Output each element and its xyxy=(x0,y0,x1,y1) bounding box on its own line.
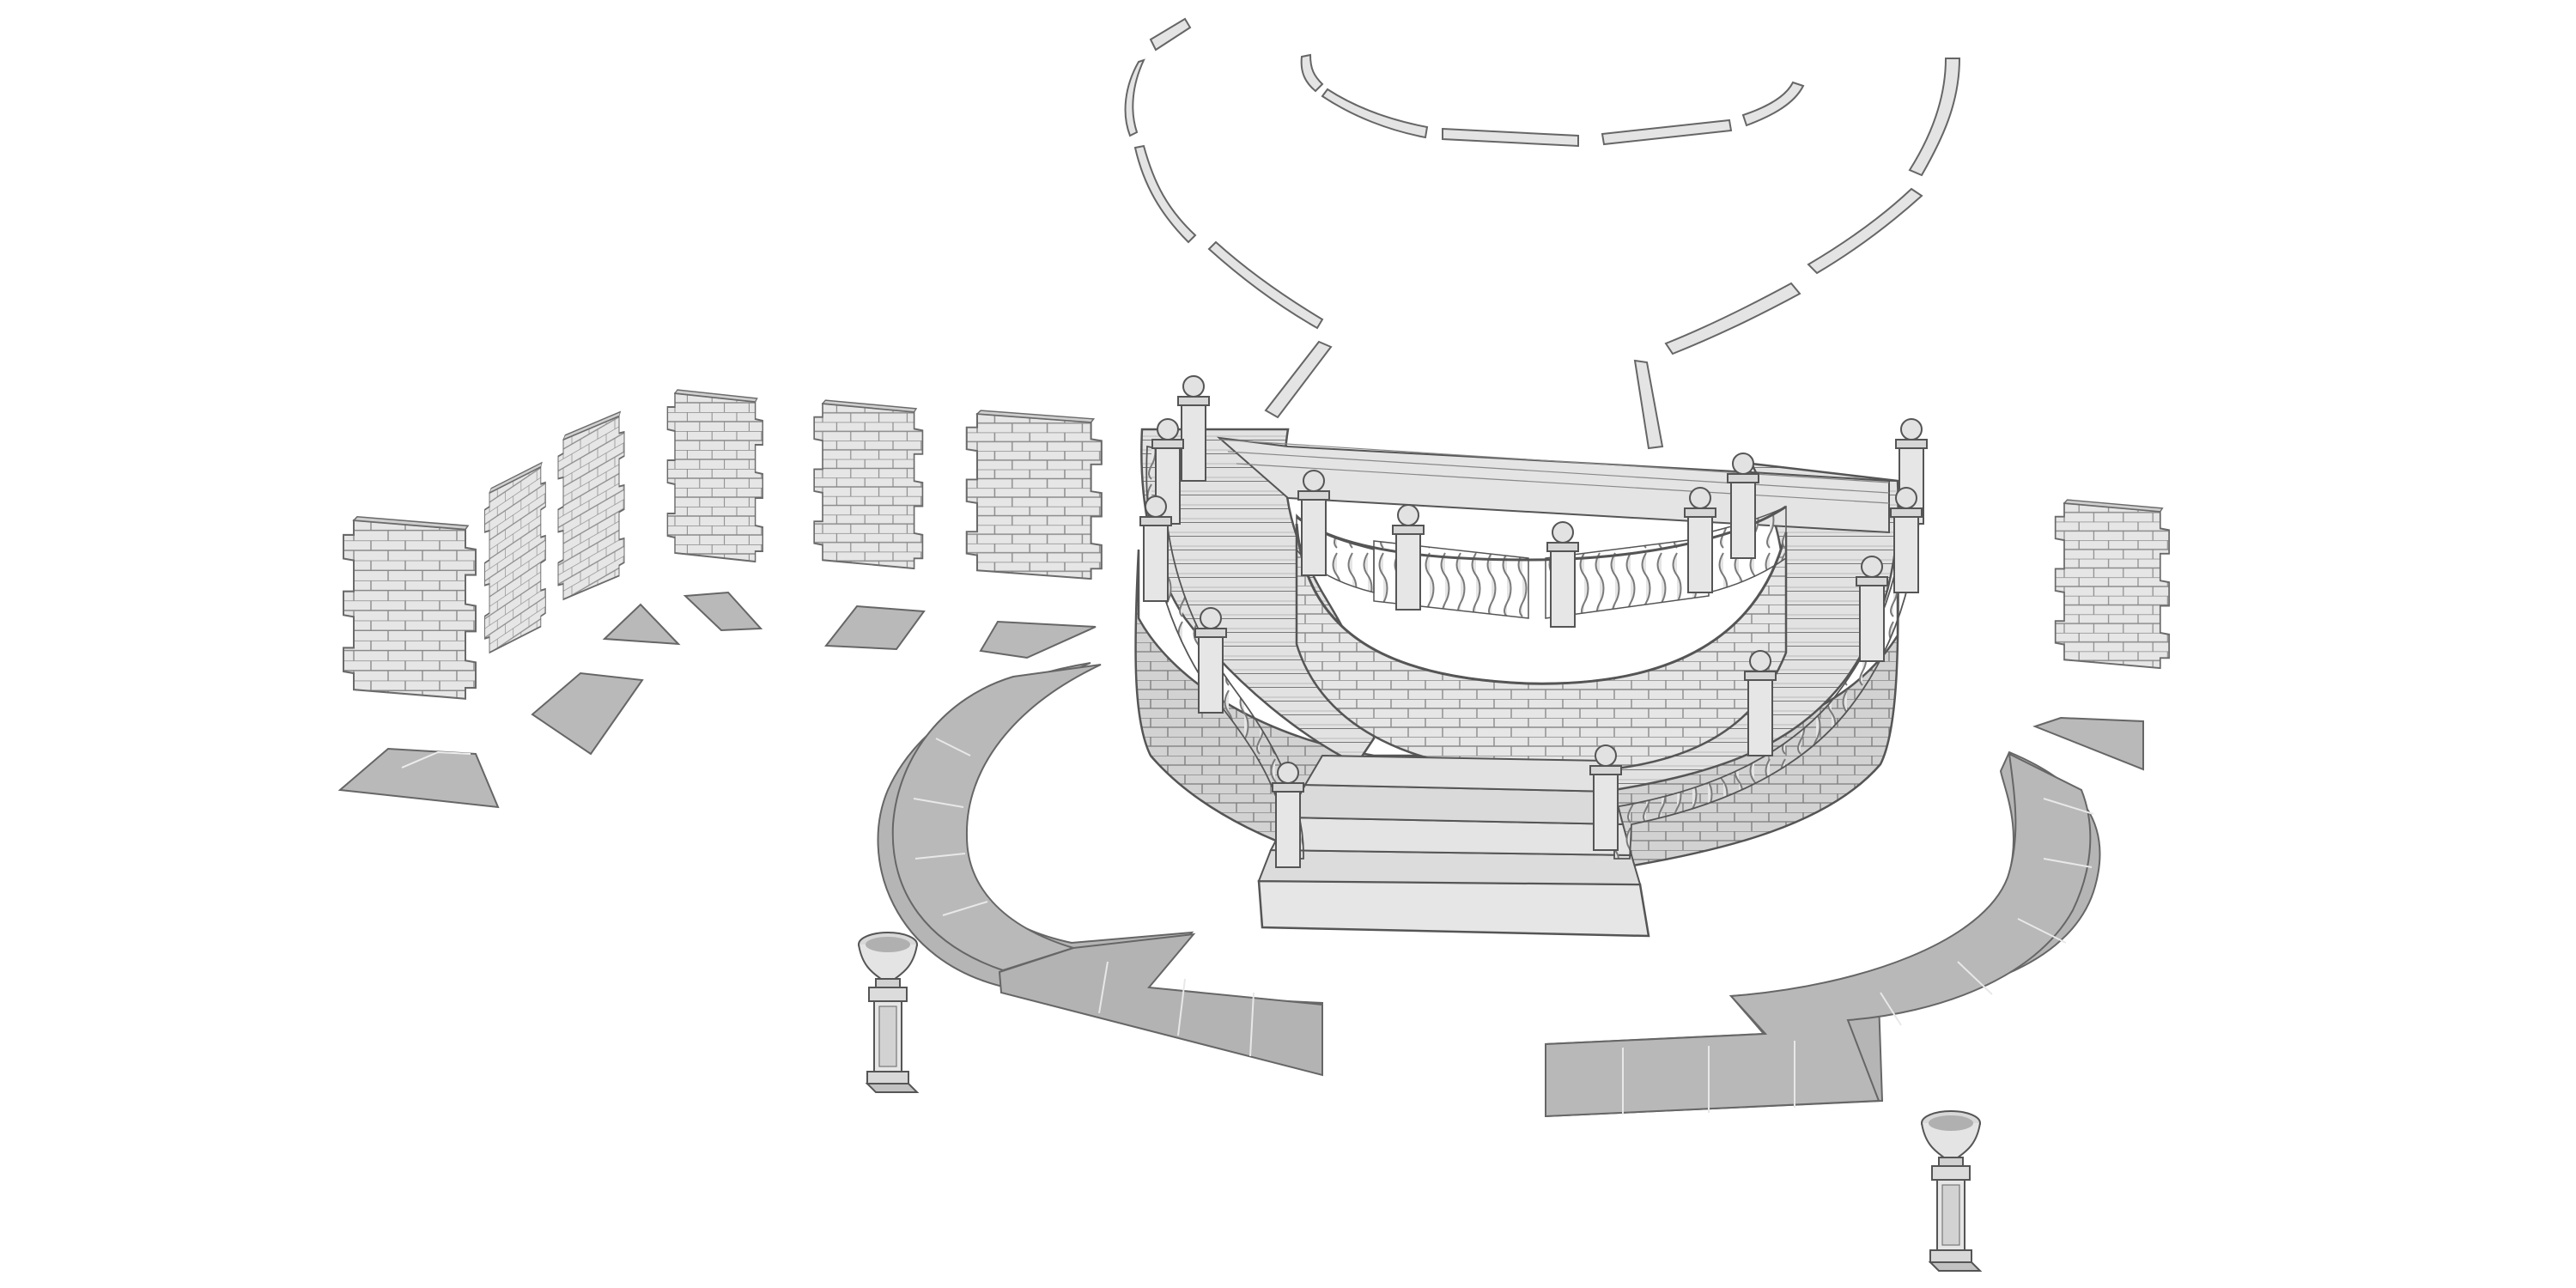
curved-path-left xyxy=(877,662,1323,1077)
wall-panel-3 xyxy=(556,399,626,612)
wall-panel-5 xyxy=(813,399,924,570)
wall-panel-4 xyxy=(666,389,764,562)
wall-panel-2 xyxy=(483,450,547,665)
upper-ring-segments xyxy=(1124,17,1961,450)
wall-panel-6 xyxy=(965,410,1103,580)
wall-panel-1 xyxy=(342,515,477,700)
urn-pedestal-right xyxy=(1921,1110,1981,1272)
grand-staircase xyxy=(1134,375,1928,938)
urn-pedestal-left xyxy=(858,932,918,1093)
floor-tiles xyxy=(337,591,2144,809)
wall-panel-7 xyxy=(2054,499,2171,670)
curved-path-right xyxy=(1545,750,2101,1118)
